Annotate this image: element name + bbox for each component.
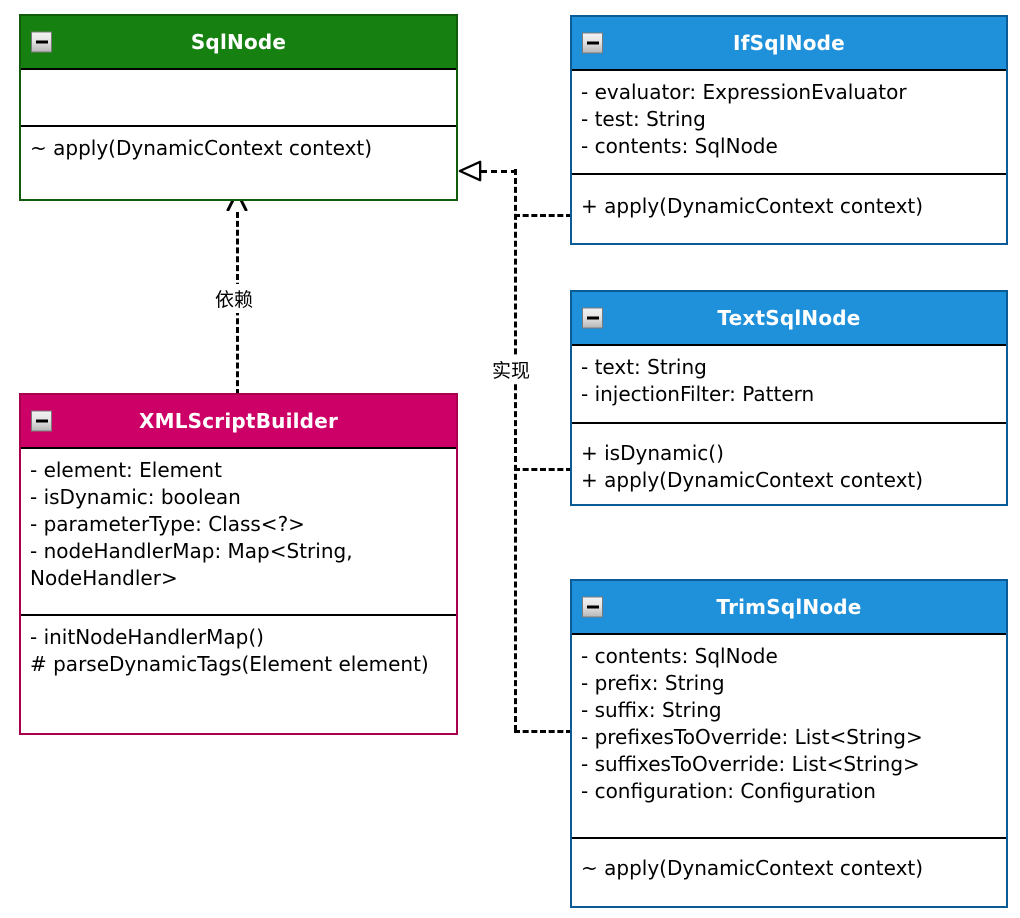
- attributes-compartment-xmlscriptbuilder: - element: Element - isDynamic: boolean …: [21, 447, 456, 614]
- minimize-icon[interactable]: [31, 31, 52, 53]
- operations-compartment-xmlscriptbuilder: - initNodeHandlerMap() # parseDynamicTag…: [21, 614, 456, 733]
- attributes-compartment-textsqlnode: - text: String - injectionFilter: Patter…: [572, 344, 1006, 422]
- operation-item: - initNodeHandlerMap(): [30, 625, 264, 649]
- dependency-label: 依赖: [211, 284, 258, 313]
- attribute-item: - evaluator: ExpressionEvaluator: [581, 80, 907, 104]
- attribute-item: - suffix: String: [581, 698, 722, 722]
- class-title-ifsqlnode: IfSqlNode: [733, 31, 845, 55]
- attributes-compartment-sqlnode: [21, 68, 456, 125]
- attributes-compartment-trimsqlnode: - contents: SqlNode - prefix: String - s…: [572, 633, 1006, 837]
- attribute-item: - text: String: [581, 355, 707, 379]
- class-box-ifsqlnode[interactable]: IfSqlNode - evaluator: ExpressionEvaluat…: [570, 15, 1008, 245]
- operation-item: ~ apply(DynamicContext context): [30, 136, 373, 160]
- class-header-textsqlnode: TextSqlNode: [572, 292, 1006, 344]
- attribute-item: - suffixesToOverride: List<String>: [581, 752, 920, 776]
- operation-item: + isDynamic(): [581, 441, 724, 465]
- class-header-xmlscriptbuilder: XMLScriptBuilder: [21, 395, 456, 447]
- attribute-item: - injectionFilter: Pattern: [581, 382, 815, 406]
- class-title-sqlnode: SqlNode: [190, 30, 287, 54]
- minimize-icon[interactable]: [31, 410, 52, 432]
- attribute-item: - contents: SqlNode: [581, 134, 778, 158]
- minimize-icon[interactable]: [582, 596, 603, 618]
- operations-compartment-trimsqlnode: ~ apply(DynamicContext context): [572, 837, 1006, 906]
- class-title-xmlscriptbuilder: XMLScriptBuilder: [138, 409, 339, 433]
- operation-item: + apply(DynamicContext context): [581, 194, 924, 218]
- realization-branch-trimsqlnode: [514, 730, 572, 733]
- class-box-xmlscriptbuilder[interactable]: XMLScriptBuilder - element: Element - is…: [19, 393, 458, 735]
- attribute-item: - isDynamic: boolean: [30, 485, 241, 509]
- operations-compartment-sqlnode: ~ apply(DynamicContext context): [21, 125, 456, 199]
- minimize-icon[interactable]: [582, 307, 603, 329]
- attribute-item: - nodeHandlerMap: Map<String, NodeHandle…: [30, 539, 353, 590]
- operation-item: # parseDynamicTags(Element element): [30, 652, 429, 676]
- realization-branch-textsqlnode: [514, 468, 572, 471]
- operations-compartment-ifsqlnode: + apply(DynamicContext context): [572, 173, 1006, 243]
- operations-compartment-textsqlnode: + isDynamic() + apply(DynamicContext con…: [572, 422, 1006, 504]
- class-box-trimsqlnode[interactable]: TrimSqlNode - contents: SqlNode - prefix…: [570, 579, 1008, 908]
- attribute-item: - prefixesToOverride: List<String>: [581, 725, 923, 749]
- realization-label: 实现: [488, 355, 535, 384]
- realization-branch-ifsqlnode: [514, 214, 572, 217]
- class-box-sqlnode[interactable]: SqlNode ~ apply(DynamicContext context): [19, 14, 458, 201]
- realization-to-sqlnode-line: [481, 170, 517, 173]
- attribute-item: - prefix: String: [581, 671, 725, 695]
- operation-item: + apply(DynamicContext context): [581, 468, 924, 492]
- operation-item: ~ apply(DynamicContext context): [581, 856, 924, 880]
- attribute-item: - contents: SqlNode: [581, 644, 778, 668]
- class-header-trimsqlnode: TrimSqlNode: [572, 581, 1006, 633]
- class-header-sqlnode: SqlNode: [21, 16, 456, 68]
- attribute-item: - element: Element: [30, 458, 222, 482]
- class-header-ifsqlnode: IfSqlNode: [572, 17, 1006, 69]
- class-box-textsqlnode[interactable]: TextSqlNode - text: String - injectionFi…: [570, 290, 1008, 506]
- minimize-icon[interactable]: [582, 32, 603, 54]
- attributes-compartment-ifsqlnode: - evaluator: ExpressionEvaluator - test:…: [572, 69, 1006, 173]
- attribute-item: - parameterType: Class<?>: [30, 512, 305, 536]
- class-title-trimsqlnode: TrimSqlNode: [716, 595, 862, 619]
- attribute-item: - test: String: [581, 107, 706, 131]
- class-title-textsqlnode: TextSqlNode: [717, 306, 861, 330]
- realization-arrowhead-icon: [458, 160, 482, 182]
- realization-trunk-line: [514, 169, 517, 731]
- attribute-item: - configuration: Configuration: [581, 779, 876, 803]
